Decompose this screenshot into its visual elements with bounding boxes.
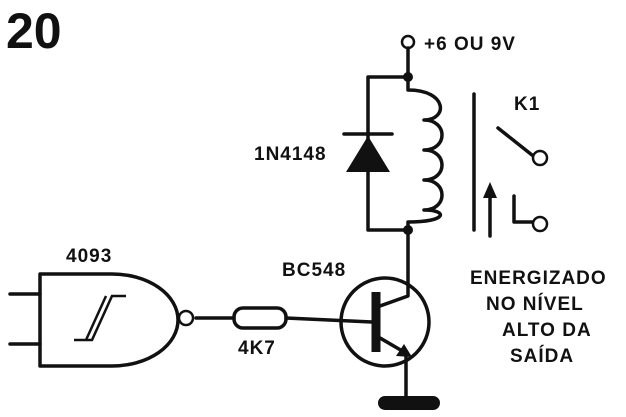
note-line-1: ENERGIZADO xyxy=(470,268,607,289)
ground-symbol xyxy=(378,396,440,410)
resistor-symbol xyxy=(232,306,288,330)
relay-label: K1 xyxy=(514,94,540,115)
collector-wire xyxy=(378,228,410,308)
actuation-arrow xyxy=(483,182,497,238)
supply-terminal xyxy=(400,34,416,50)
relay-coil xyxy=(406,75,476,232)
diode-symbol xyxy=(342,132,394,172)
transistor-label: BC548 xyxy=(282,260,346,281)
gate-label: 4093 xyxy=(66,246,112,267)
note-line-2: NO NÍVEL xyxy=(486,293,584,315)
contact-terminal-top xyxy=(531,149,549,167)
resistor-label: 4K7 xyxy=(238,338,276,359)
base-wire xyxy=(284,316,374,324)
emitter-lead xyxy=(378,336,406,354)
relay-contacts xyxy=(496,126,549,233)
nand-gate-symbol xyxy=(38,272,195,368)
figure-number: 20 xyxy=(6,3,62,59)
diode-label: 1N4148 xyxy=(254,144,327,165)
note-line-4: SAÍDA xyxy=(510,345,574,367)
gate-inverter-bubble xyxy=(177,309,195,327)
supply-label: +6 OU 9V xyxy=(424,34,516,55)
schmitt-symbol xyxy=(74,294,126,342)
contact-terminal-bottom xyxy=(531,215,549,233)
note-line-3: ALTO DA xyxy=(502,320,592,341)
